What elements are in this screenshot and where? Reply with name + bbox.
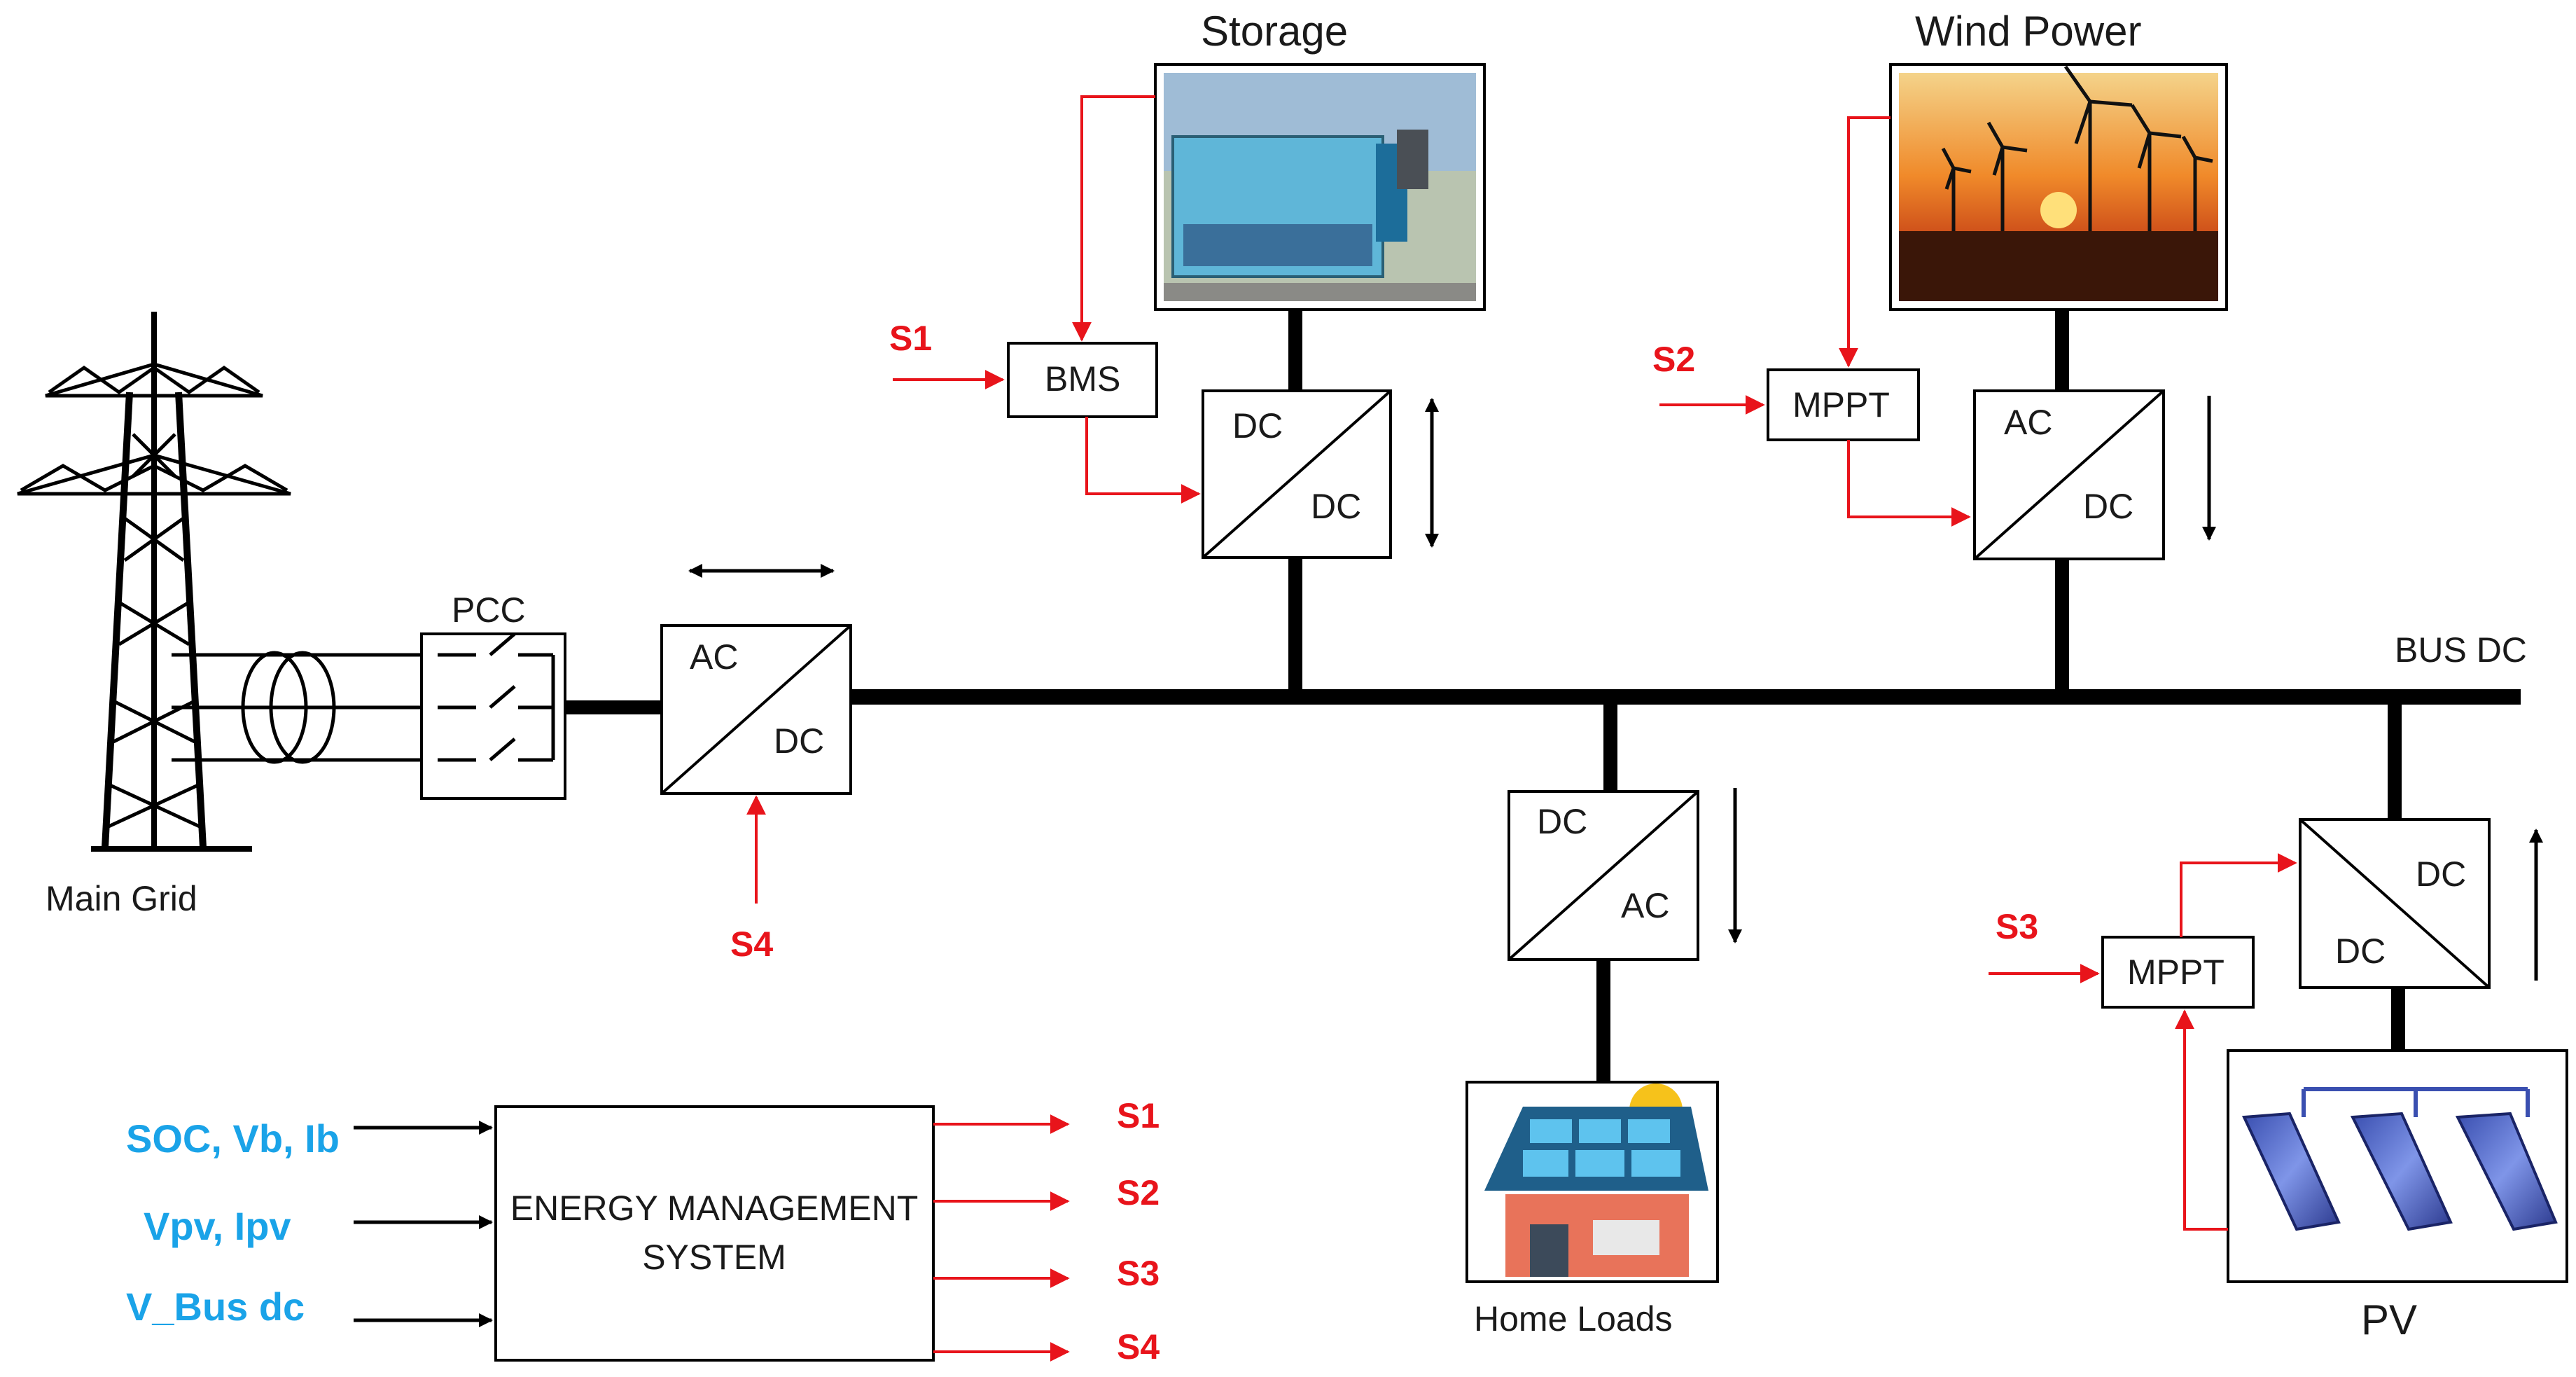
wind-converter-bottom-label: DC: [2083, 487, 2133, 526]
load-converter-top-label: DC: [1537, 802, 1587, 841]
mppt-to-pv-converter-signal: [2180, 853, 2297, 937]
pv-converter-top-label: DC: [2416, 854, 2466, 894]
s4-signal-label: S4: [730, 925, 773, 964]
mppt-wind-box: [1767, 368, 1920, 441]
wind-to-mppt-feedback: [1839, 116, 1891, 368]
storage-converter-bottom-label: DC: [1311, 487, 1361, 526]
storage-photo: [1154, 63, 1486, 311]
house-icon: [1484, 1084, 1708, 1277]
ems-box: ENERGY MANAGEMENT SYSTEM: [494, 1105, 935, 1362]
pcc-label: PCC: [452, 590, 526, 630]
home-loads-box: [1465, 1081, 1719, 1283]
bms-to-converter-signal: [1085, 417, 1201, 504]
pv-converter: DC DC: [2299, 818, 2491, 989]
storage-label: Storage: [1201, 8, 1348, 55]
storage-converter-top-label: DC: [1232, 406, 1283, 445]
transmission-tower-icon: [17, 312, 291, 852]
s1-signal-label: S1: [889, 319, 932, 358]
load-converter-bottom-label: AC: [1621, 886, 1669, 925]
wind-farm-photo: [1889, 63, 2228, 311]
wind-converter: AC DC: [1973, 389, 2165, 560]
mppt-to-wind-converter-signal: [1847, 440, 1971, 527]
ems-title-line1: ENERGY MANAGEMENT: [510, 1189, 919, 1228]
transformer-icon: [172, 651, 438, 764]
home-loads-label: Home Loads: [1474, 1299, 1673, 1338]
bms-box: [1007, 342, 1158, 418]
ems-output-s2: S2: [1117, 1173, 1160, 1212]
ems-title-line2: SYSTEM: [642, 1238, 786, 1277]
grid-converter-bottom-label: DC: [774, 721, 824, 761]
pcc-switch-icon: [438, 632, 555, 762]
ems-output-s3: S3: [1117, 1254, 1160, 1293]
solar-panel-icon: [2241, 1087, 2558, 1231]
grid-converter: AC DC: [660, 624, 852, 795]
s2-signal-label: S2: [1652, 340, 1695, 379]
pv-converter-bottom-label: DC: [2335, 932, 2386, 971]
main-grid-label: Main Grid: [46, 879, 197, 918]
wind-power-label: Wind Power: [1915, 8, 2141, 55]
load-converter: DC AC: [1508, 790, 1699, 961]
ems-input-soc: SOC, Vb, Ib: [126, 1116, 340, 1161]
wind-turbine-icon: [1941, 65, 2213, 231]
pcc-switch-box: [420, 632, 566, 800]
ems-output-s4: S4: [1117, 1327, 1160, 1366]
storage-to-bms-feedback: [1072, 95, 1155, 342]
wind-converter-top-label: AC: [2004, 403, 2052, 442]
mppt-pv-box: [2101, 936, 2255, 1009]
ems-output-s1: S1: [1117, 1096, 1160, 1135]
ems-input-pv: Vpv, Ipv: [144, 1204, 291, 1248]
mppt-wind-label: MPPT: [1792, 385, 1890, 424]
storage-converter: DC DC: [1202, 389, 1392, 559]
pv-box: [2227, 1049, 2568, 1283]
pv-to-mppt-feedback: [2175, 1009, 2228, 1231]
bus-dc-label: BUS DC: [2395, 630, 2527, 670]
s3-signal-label: S3: [1996, 907, 2038, 946]
ems-input-bus: V_Bus dc: [126, 1285, 305, 1329]
bms-label: BMS: [1045, 359, 1120, 399]
pv-label: PV: [2361, 1296, 2417, 1343]
mppt-pv-label: MPPT: [2127, 953, 2225, 992]
grid-converter-top-label: AC: [690, 637, 738, 677]
